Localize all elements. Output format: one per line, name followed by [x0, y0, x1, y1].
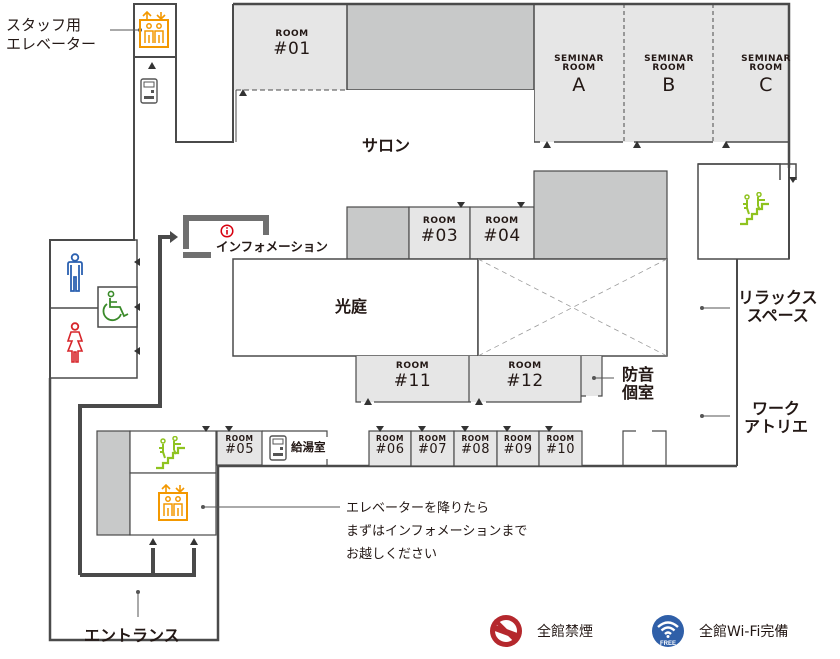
svg-text:FREE: FREE	[660, 641, 676, 647]
seminar-room-a[interactable]: SEMINAR ROOM A	[554, 54, 604, 96]
room-01[interactable]: ROOM #01	[273, 29, 311, 59]
women-restroom-icon	[66, 322, 84, 363]
vending-machine-icon	[140, 78, 158, 104]
seminar-room-b[interactable]: SEMINAR ROOM B	[644, 54, 694, 96]
elevator-icon	[139, 11, 169, 48]
staff-elevator-label: スタッフ用 エレベーター	[6, 16, 97, 53]
stairs-icon	[740, 192, 769, 226]
no-smoking-label: 全館禁煙	[537, 624, 593, 640]
seminar-room-c[interactable]: SEMINAR ROOM C	[741, 54, 791, 96]
information-label[interactable]: インフォメーション	[216, 239, 328, 254]
wifi-icon: FREE	[652, 615, 684, 647]
kitchenette-label: 給湯室	[291, 440, 326, 454]
room-03[interactable]: ROOM #03	[420, 216, 459, 246]
entrance-label: エントランス	[84, 626, 180, 645]
room-07[interactable]: ROOM #07	[418, 434, 447, 457]
work-atelier-label: ワーク アトリエ	[744, 399, 809, 437]
info-icon	[220, 224, 234, 238]
soundproof-booth-label: 防音 個室	[622, 365, 655, 403]
room-08[interactable]: ROOM #08	[461, 434, 490, 457]
vending-machine-icon	[269, 435, 287, 461]
legend-no-smoking: 全館禁煙	[489, 614, 593, 648]
elevator-icon	[158, 484, 188, 521]
room-06[interactable]: ROOM #06	[375, 434, 405, 457]
room-10[interactable]: ROOM #10	[546, 434, 575, 457]
salon-label: サロン	[362, 136, 411, 155]
no-smoking-icon	[490, 615, 522, 647]
room-11[interactable]: ROOM #11	[393, 361, 432, 391]
room-04[interactable]: ROOM #04	[483, 216, 521, 246]
courtyard-label: 光庭	[335, 297, 368, 316]
elevator-note: エレベーターを降りたら まずはインフォメーションまで お越しください	[346, 501, 528, 562]
relax-space-label: リラックス スペース	[738, 288, 818, 326]
stairs-icon	[156, 436, 185, 470]
legend-wifi: FREE 全館Wi-Fi完備	[651, 614, 788, 648]
men-restroom-icon	[67, 253, 83, 292]
wheelchair-icon	[102, 290, 129, 322]
room-09[interactable]: ROOM #09	[503, 434, 533, 457]
wifi-label: 全館Wi-Fi完備	[699, 624, 789, 640]
room-05[interactable]: ROOM #05	[225, 434, 254, 457]
room-12[interactable]: ROOM #12	[506, 361, 544, 391]
